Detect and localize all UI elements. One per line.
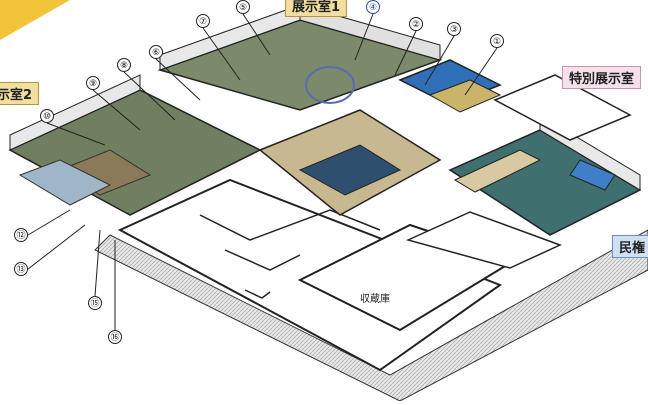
callout-6: ⑥ [149, 45, 163, 59]
room-label-special: 特別展示室 [562, 66, 642, 89]
callout-5: ⑤ [236, 0, 250, 14]
room-label-folk: 民権 [612, 235, 648, 258]
side-room-floor [405, 211, 562, 269]
partition-line-3 [244, 289, 271, 299]
callout-8: ⑧ [117, 58, 131, 72]
callout-13: ⑬ [14, 262, 28, 276]
callout-7: ⑦ [196, 14, 210, 28]
callout-10: ⑩ [40, 109, 54, 123]
callout-15: ⑮ [88, 296, 102, 310]
blue-panel [569, 159, 616, 191]
callout-9: ⑨ [86, 76, 100, 90]
callout-3: ③ [447, 22, 461, 36]
callout-2: ② [409, 17, 423, 31]
room-label-storage: 収蔵庫 [360, 294, 390, 305]
yellow-banner [0, 0, 70, 40]
partition-line-2 [224, 249, 301, 271]
display-shelves [453, 149, 542, 193]
callout-4: ④ [366, 0, 380, 14]
upper-right-floor [493, 74, 632, 141]
callout-16: ⑯ [108, 330, 122, 344]
room-label-exhibition-1: 展示室1 [285, 0, 348, 17]
callout-12: ⑫ [14, 228, 28, 242]
stairwell [298, 144, 402, 196]
callout-1: ① [490, 34, 504, 48]
room-label-exhibition-2: 示室2 [0, 82, 40, 105]
partition-line [199, 209, 381, 241]
ring-exhibit [305, 66, 355, 104]
display-case [18, 159, 112, 206]
